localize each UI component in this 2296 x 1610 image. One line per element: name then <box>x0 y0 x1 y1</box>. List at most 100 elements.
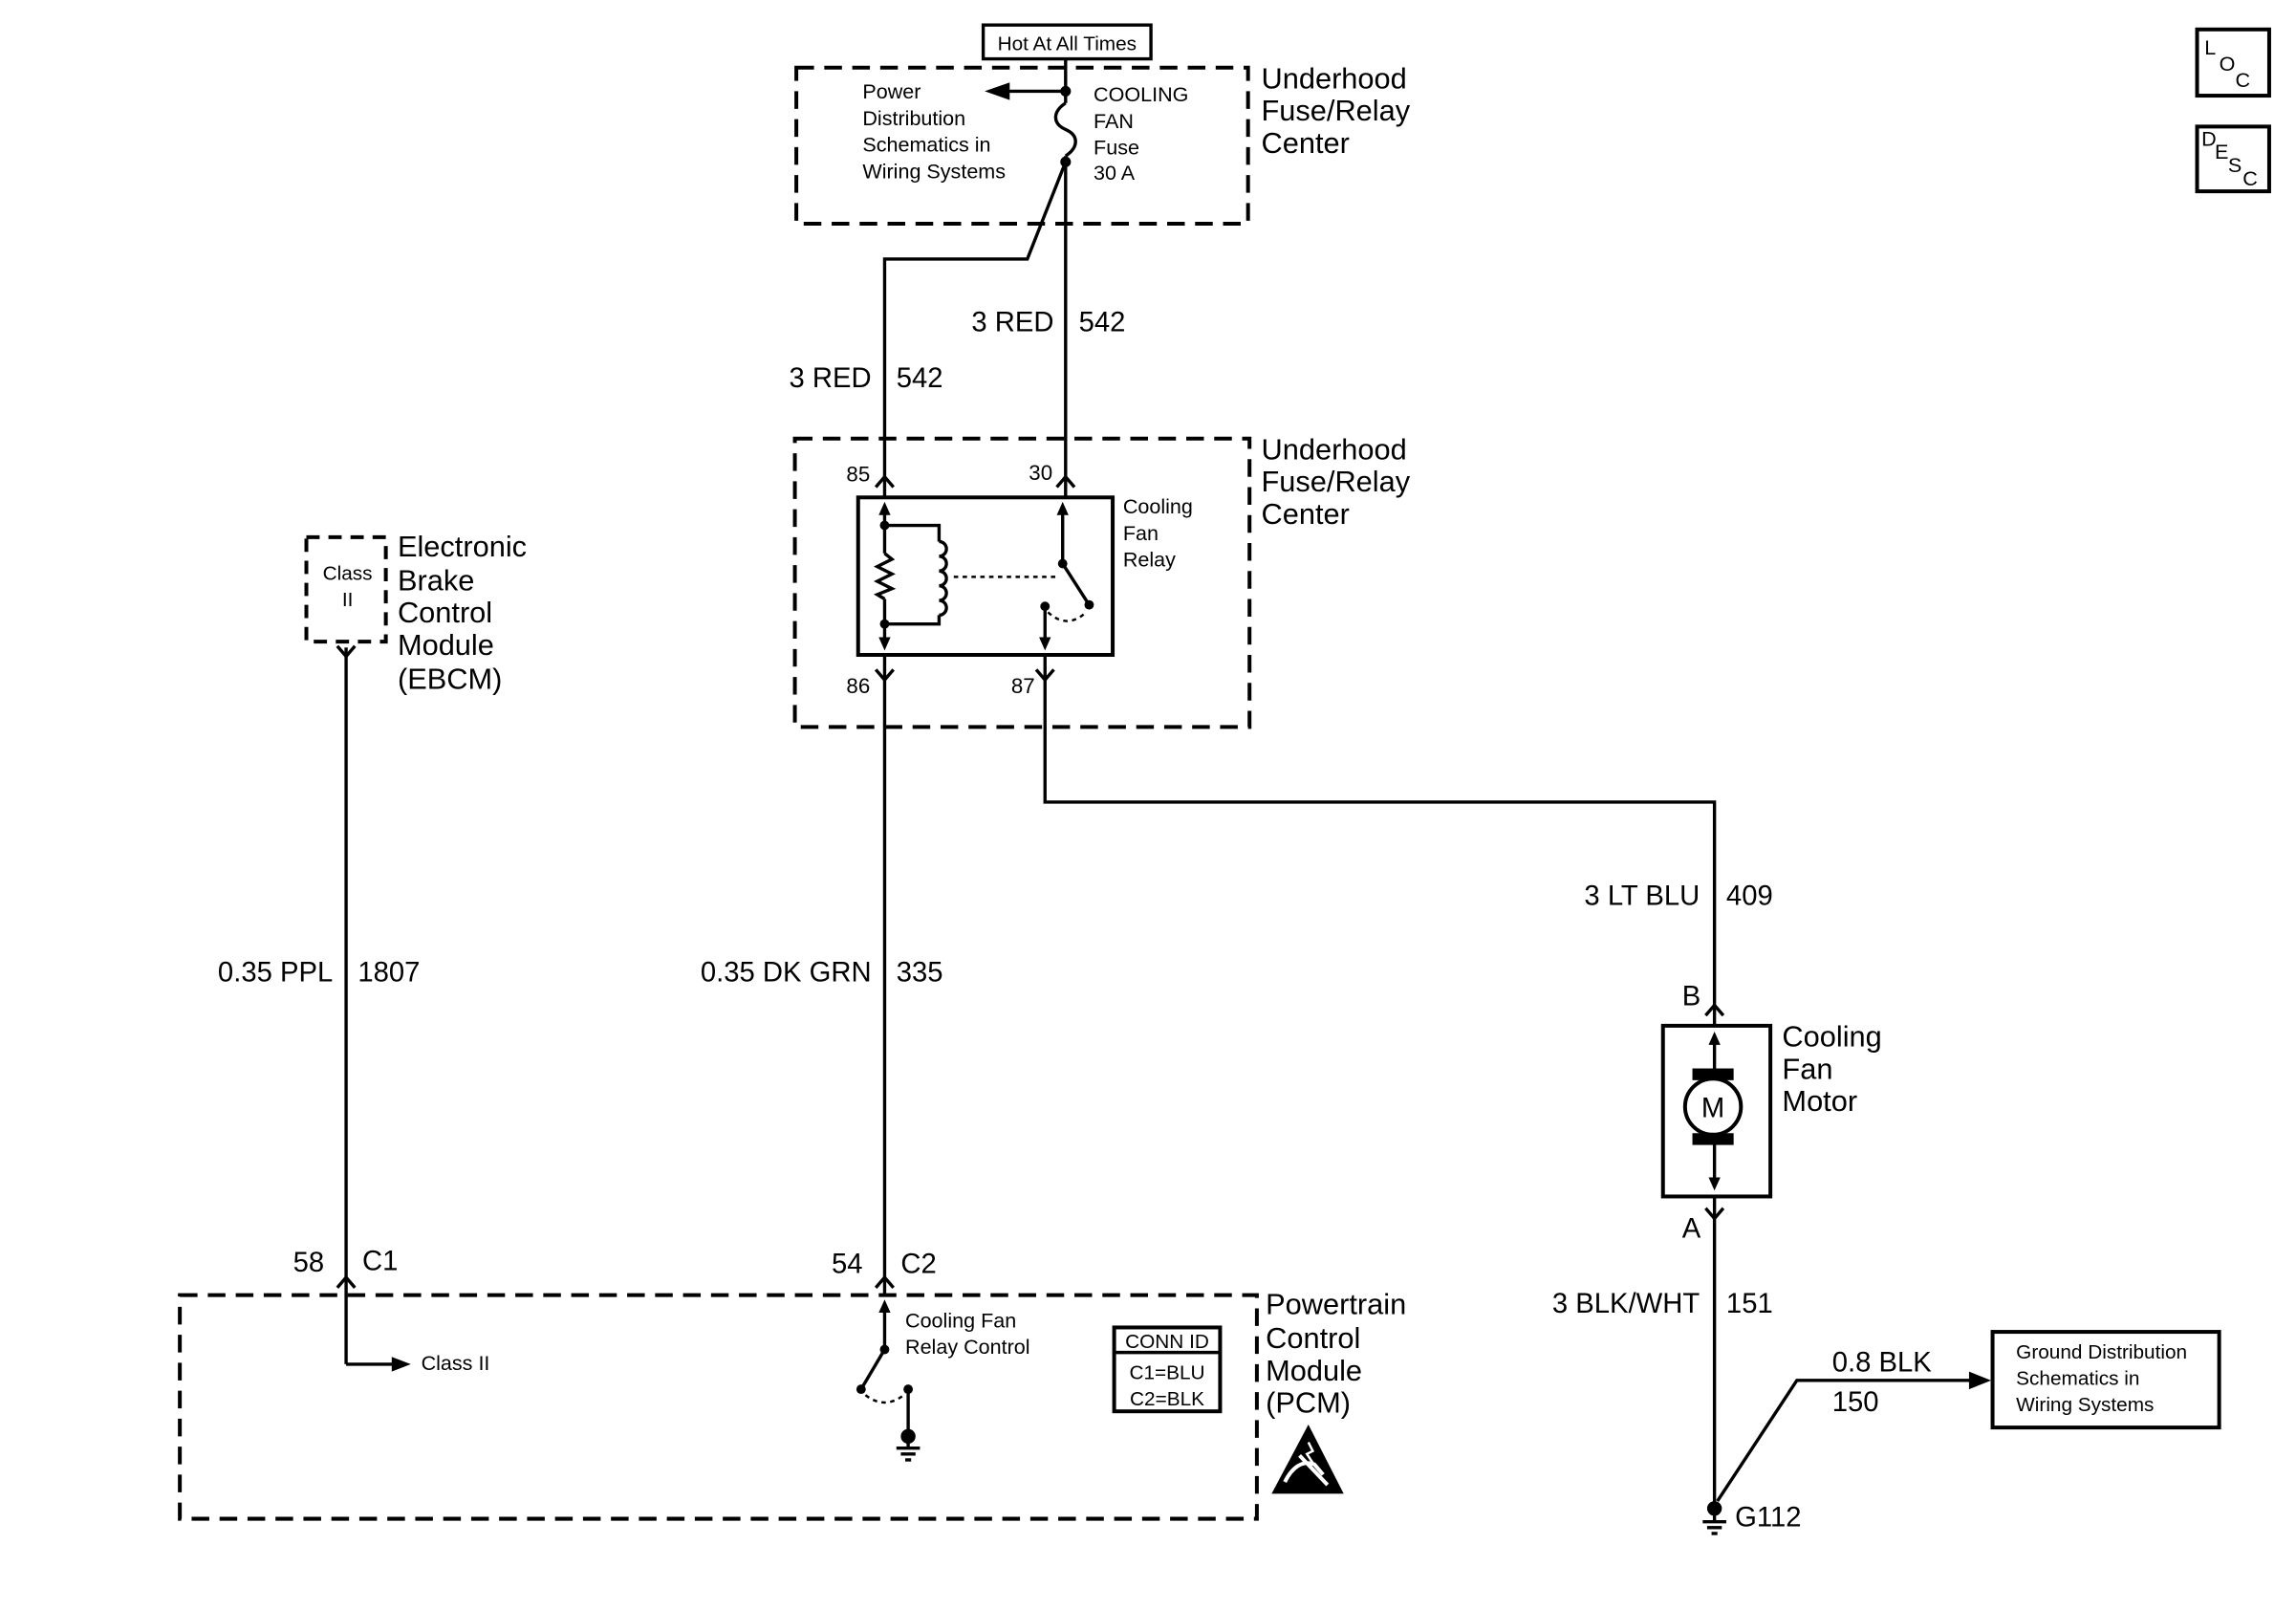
arrow-up-icon <box>1056 501 1069 515</box>
fuse-label: 30 A <box>1094 161 1136 185</box>
pcm-label: Powertrain <box>1266 1288 1406 1321</box>
ground-distribution-ref-link[interactable]: Wiring Systems <box>2016 1394 2154 1416</box>
wire-circuit-label: 150 <box>1832 1387 1879 1418</box>
power-distribution-ref-link[interactable]: Power <box>862 79 921 103</box>
relay-control-switch-arm <box>859 1348 886 1390</box>
desc-button[interactable]: D E S C <box>2195 124 2271 194</box>
wire-size-color-label: 3 RED <box>971 307 1053 337</box>
motor-pin-b-label: B <box>1682 981 1701 1012</box>
relay-coil-lead <box>884 523 942 542</box>
relay-center-dashed-outline <box>792 436 1252 729</box>
wire-size-color-label: 3 BLK/WHT <box>1552 1289 1700 1319</box>
ebcm-dashed-outline <box>304 534 388 644</box>
relay-switch-arm <box>1061 562 1091 606</box>
switch-contact-dot <box>856 1384 866 1395</box>
relay-control-label: Relay Control <box>905 1335 1030 1359</box>
ground-icon <box>896 1428 921 1462</box>
wire-circuit-label: 409 <box>1726 881 1773 912</box>
power-distribution-ref-link[interactable]: Distribution <box>862 106 965 130</box>
relay-center-label: Center <box>1262 497 1350 531</box>
desc-letter: E <box>2215 140 2228 163</box>
desc-letter: C <box>2242 166 2258 190</box>
c1-connector-label: C1 <box>362 1246 398 1276</box>
pcm-label: Module <box>1266 1354 1362 1387</box>
desc-letter: D <box>2201 126 2217 150</box>
fuse-label: FAN <box>1094 109 1134 133</box>
loc-button-frame[interactable] <box>2195 27 2271 98</box>
conn-id-table <box>1112 1325 1223 1414</box>
pin-87-label: 87 <box>1011 674 1035 698</box>
conn-id-row: C2=BLK <box>1130 1388 1204 1410</box>
relay-center-label: Fuse/Relay <box>1262 465 1411 498</box>
ground-distribution-ref-box[interactable] <box>1990 1330 2221 1430</box>
connector-terminal-icon <box>874 474 895 489</box>
switch-travel-arc <box>1047 611 1088 622</box>
motor-pin-a-label: A <box>1682 1214 1701 1245</box>
ground-g112-label: G112 <box>1735 1502 1801 1533</box>
connector-terminal-icon <box>1704 1002 1725 1017</box>
wire-circuit-label: 335 <box>897 958 943 989</box>
pcm-label: Control <box>1266 1321 1360 1355</box>
desc-button-frame[interactable] <box>2195 124 2271 194</box>
pin-86-label: 86 <box>846 674 870 698</box>
pcm-class2-label: Class II <box>422 1351 490 1375</box>
resistor-icon <box>873 552 897 600</box>
power-distribution-ref-link[interactable]: Wiring Systems <box>862 159 1006 183</box>
arrow-down-icon <box>1708 1177 1721 1191</box>
wire-circuit-label: 542 <box>1079 307 1126 337</box>
wire-circuit-label: 151 <box>1726 1289 1773 1319</box>
c2-connector-label: C2 <box>900 1249 936 1279</box>
cooling-fan-relay-body <box>856 495 1116 657</box>
wire-150-ground-ref <box>1716 1379 1973 1503</box>
wire-542-to-pin-85 <box>882 161 1068 498</box>
ground-distribution-ref-link[interactable]: Ground Distribution <box>2016 1341 2187 1363</box>
ebcm-class2-label: Class <box>323 562 373 584</box>
esd-hand-icon <box>1283 1453 1330 1487</box>
pin-30-label: 30 <box>1029 461 1052 485</box>
desc-letter: S <box>2228 153 2242 177</box>
relay-coil-lead <box>884 615 942 626</box>
motor-label: Fan <box>1782 1052 1832 1085</box>
loc-letter: O <box>2220 52 2236 76</box>
connector-terminal-icon <box>874 1274 895 1289</box>
ebcm-label: Module <box>398 628 494 662</box>
hot-at-all-times-label: Hot At All Times <box>998 33 1137 54</box>
loc-button[interactable]: L O C <box>2195 27 2271 98</box>
wire-circuit-label: 1807 <box>357 958 420 989</box>
motor-brush-icon <box>1692 1068 1734 1080</box>
wire-circuit-label: 542 <box>897 363 943 394</box>
ebcm-label: Control <box>398 596 492 629</box>
pin-85-label: 85 <box>846 462 870 486</box>
wire-size-color-label: 3 RED <box>790 363 872 394</box>
motor-brush-icon <box>1692 1133 1734 1145</box>
pcm-label: (PCM) <box>1266 1386 1351 1420</box>
arrow-up-icon <box>1708 1032 1721 1045</box>
pcm-dashed-outline <box>178 1293 1259 1521</box>
motor-label: Cooling <box>1782 1019 1881 1053</box>
power-distribution-ref-link[interactable]: Schematics in <box>862 133 990 157</box>
relay-control-label: Cooling Fan <box>905 1308 1016 1332</box>
fuse-label: COOLING <box>1094 82 1188 106</box>
esd-spark-icon <box>1305 1441 1315 1464</box>
ebcm-label: Electronic <box>398 530 527 563</box>
wire-size-color-label: 0.35 DK GRN <box>701 958 872 989</box>
conn-id-row: C1=BLU <box>1129 1361 1204 1383</box>
motor-label: Motor <box>1782 1084 1857 1118</box>
fuse-center-label: Center <box>1262 126 1350 160</box>
arrow-up-icon <box>878 501 891 515</box>
ebcm-class2-label: II <box>342 589 354 611</box>
esd-sensitive-icon <box>1271 1425 1344 1494</box>
relay-label: Cooling <box>1123 494 1193 518</box>
ground-icon <box>1702 1501 1726 1535</box>
wire-size-color-label: 0.35 PPL <box>218 958 333 989</box>
ground-distribution-ref-link[interactable]: Schematics in <box>2016 1367 2139 1389</box>
fuse-center-label: Underhood <box>1262 61 1407 95</box>
fuse-label: Fuse <box>1094 136 1139 160</box>
fuse-center-dashed-outline <box>794 65 1250 226</box>
arrow-right-icon <box>391 1357 411 1372</box>
motor-symbol: M <box>1701 1093 1724 1123</box>
arrow-left-icon <box>985 82 1010 100</box>
ebcm-label: (EBCM) <box>398 662 502 695</box>
